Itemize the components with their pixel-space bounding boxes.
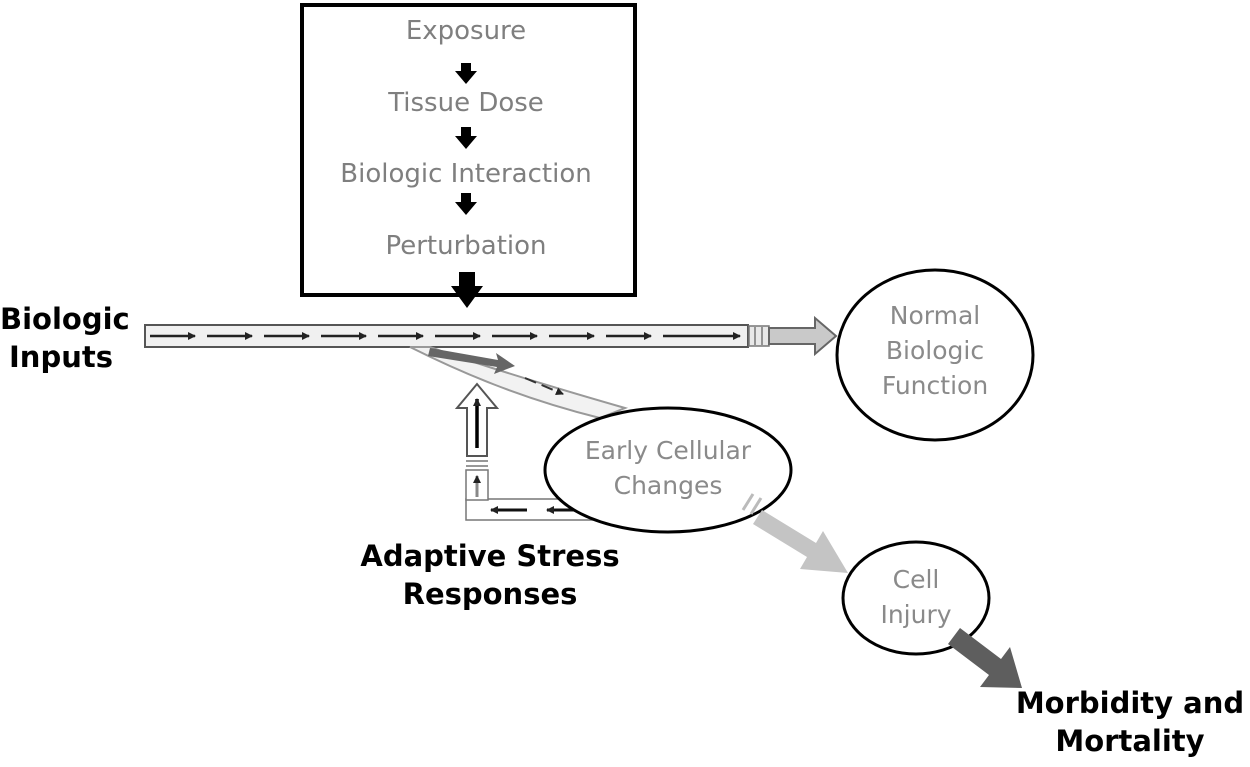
- early-changes-label: Early Cellular Changes: [558, 433, 778, 503]
- step-exposure: Exposure: [405, 16, 527, 46]
- normal-function-line-1: Normal: [889, 301, 981, 330]
- biologic-inputs-line-1: Biologic: [0, 302, 130, 336]
- morbidity-mortality-label: Morbidity and Mortality: [1012, 684, 1248, 760]
- branch-dark-arrow: [428, 348, 515, 374]
- cell-injury-oval: [841, 540, 991, 656]
- cell-injury-line-2: Injury: [880, 600, 952, 629]
- step-perturbation: Perturbation: [385, 231, 547, 261]
- adaptive-stress-line-2: Responses: [402, 577, 578, 611]
- step-tissue-dose: Tissue Dose: [388, 88, 544, 118]
- arrow-to-morbidity: [948, 628, 1022, 688]
- normal-function-line-3: Function: [881, 371, 989, 400]
- step-biologic-interaction: Biologic Interaction: [340, 159, 592, 189]
- connector-to-normal: [748, 315, 838, 357]
- step-arrows: [455, 63, 477, 215]
- biologic-inputs-line-2: Inputs: [9, 340, 113, 374]
- normal-function-line-2: Biologic: [885, 336, 985, 365]
- process-box: [300, 3, 637, 297]
- early-changes-line-2: Changes: [613, 471, 723, 500]
- normal-function-label: Normal Biologic Function: [855, 298, 1015, 403]
- arrow-to-injury: [741, 493, 848, 573]
- early-changes-oval: [543, 406, 793, 534]
- biologic-inputs-label: Biologic Inputs: [0, 300, 130, 376]
- morbidity-mortality-line-1: Morbidity and: [1015, 686, 1245, 720]
- branch-dashed-arrow: [524, 377, 564, 395]
- morbidity-mortality-line-2: Mortality: [1055, 724, 1205, 758]
- early-changes-line-1: Early Cellular: [584, 436, 752, 465]
- cell-injury-line-1: Cell: [892, 565, 940, 594]
- perturbation-arrow: [451, 272, 483, 308]
- adaptive-stress-line-1: Adaptive Stress: [360, 539, 620, 573]
- cell-injury-label: Cell Injury: [856, 562, 976, 632]
- adaptive-stress-label: Adaptive Stress Responses: [345, 537, 635, 613]
- adaptive-feedback-arrows: [454, 382, 594, 521]
- normal-function-oval: [835, 268, 1035, 442]
